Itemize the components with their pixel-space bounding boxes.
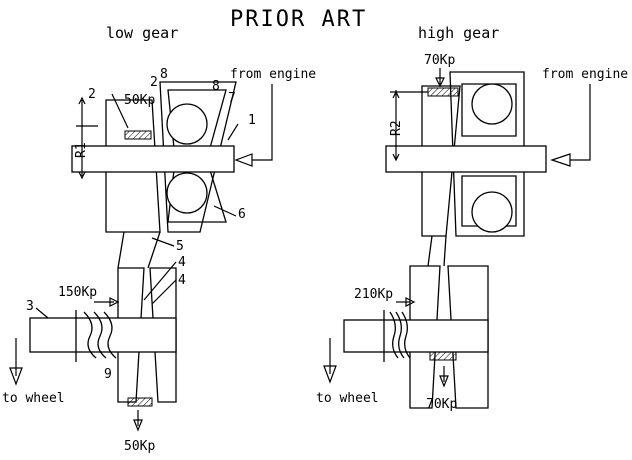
high-roller-weight-bottom [471,191,513,233]
high-spring-force-label: 210Kp [354,287,393,302]
low-drive-shaft [71,145,235,173]
high-radius-label: R2 [389,120,404,136]
high-wheel-output: to wheel [316,338,379,406]
low-gear-panel: low gear R1 from engine 50Kp [2,24,316,454]
low-wheel-output: to wheel [2,338,65,406]
low-driven-force-label: 50Kp [124,439,155,454]
low-gear-heading: low gear [106,24,178,42]
low-engine-input: from engine [230,67,316,167]
high-drive-movable-sheave [449,71,525,237]
high-belt [427,235,447,267]
high-drive-inner-housing-bottom [461,175,517,227]
ref-numeral: 8 [212,79,220,94]
low-roller-weight-top [166,103,208,145]
ref-numeral: 7 [228,91,236,106]
low-radius-label: R1 [74,142,89,158]
high-from-engine-label: from engine [542,67,628,82]
ref-numeral: 4 [178,255,186,270]
ref-numeral: 5 [176,239,184,254]
high-spring [389,311,411,359]
low-belt-section-bottom [127,397,153,407]
high-driven-force-label: 70Kp [426,397,457,412]
low-driven-pulley [29,267,177,407]
high-radius-dimension: R2 [389,90,428,162]
high-drive-shaft [385,145,547,173]
high-drive-pulley [385,71,547,237]
low-drive-pulley [71,81,237,233]
high-belt-section-bottom [429,351,457,361]
high-driven-movable-sheave [447,265,489,409]
low-spring-force-label: 150Kp [58,285,97,300]
ref-numeral: 3 [26,299,34,314]
low-radius-dimension: R1 [74,96,98,180]
high-driven-fixed-sheave [409,265,441,409]
high-engine-input: from engine [542,67,628,167]
high-roller-weight-top [471,83,513,125]
low-belt-section-top [124,130,152,140]
high-driven-pulley [343,265,489,409]
low-belt [117,231,161,269]
low-driven-shaft [29,317,177,353]
high-drive-inner-housing-top [461,83,517,137]
low-from-engine-label: from engine [230,67,316,82]
ref-numeral: 4 [178,273,186,288]
high-gear-heading: high gear [418,24,499,42]
high-belt-section-top [427,87,459,97]
ref-numeral: 2 [150,75,158,90]
high-drive-force-label: 70Kp [424,53,455,68]
ref-numeral: 2 [88,87,96,102]
low-spring [83,311,117,359]
low-drive-movable-sheave [159,81,237,233]
low-driven-movable-sheave [149,267,177,403]
low-to-wheel-label: to wheel [2,391,65,406]
high-driven-shaft [343,319,489,353]
ref-numeral: 9 [104,367,112,382]
low-roller-weight-bottom [166,172,208,214]
ref-numeral: 8 [160,67,168,82]
low-drive-force-label: 50Kp [124,93,155,108]
ref-numeral: 6 [238,207,246,222]
high-to-wheel-label: to wheel [316,391,379,406]
ref-numeral: 1 [248,113,256,128]
diagram-title: PRIOR ART [230,7,367,32]
high-gear-panel: high gear R2 70Kp from engine [316,24,628,412]
